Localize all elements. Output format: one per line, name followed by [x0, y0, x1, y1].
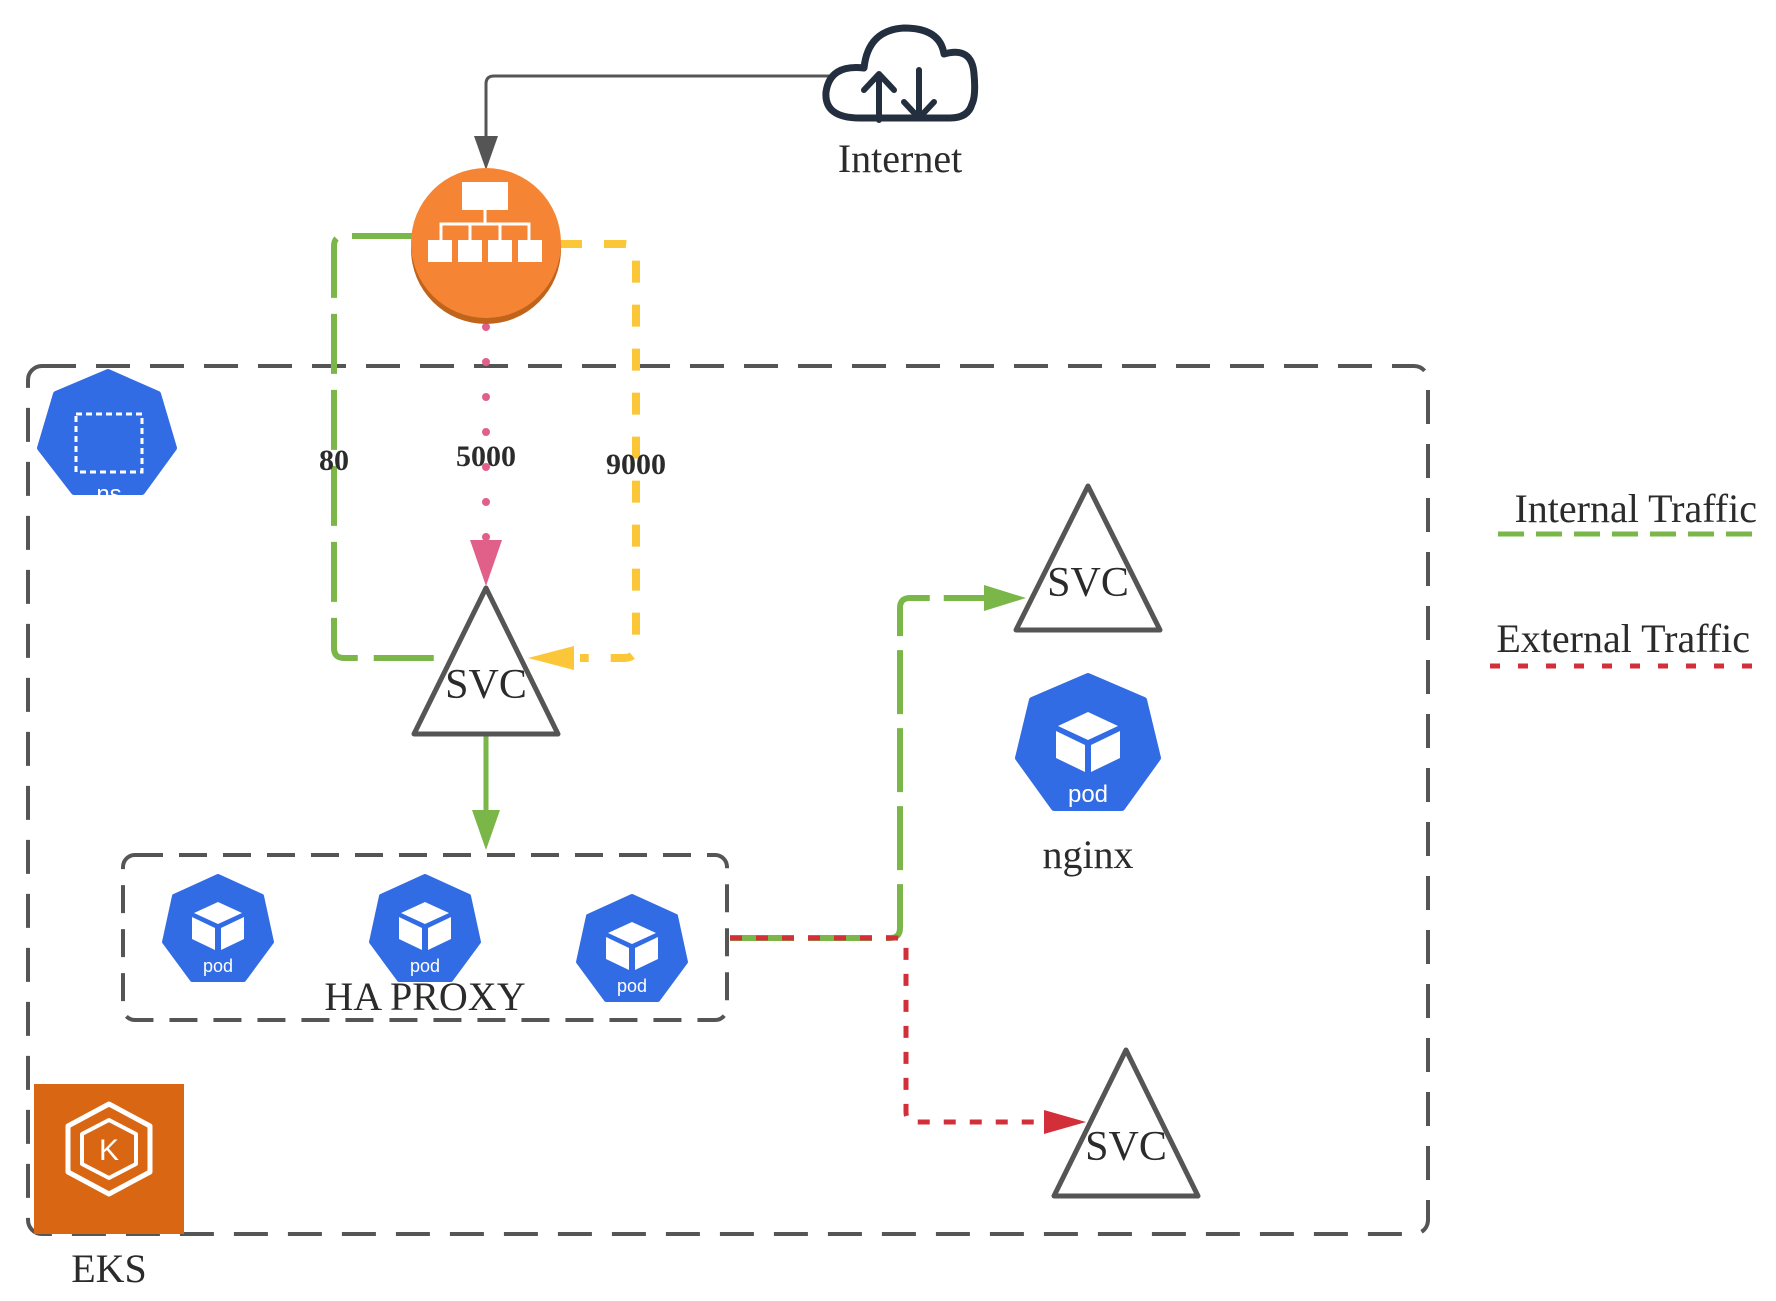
internet-to-lb-connector: [484, 74, 830, 138]
load-balancer-icon: [411, 168, 561, 324]
kubernetes-pod-icon: pod: [1015, 673, 1161, 811]
cloud-upload-download-icon: [822, 24, 979, 123]
nginx-label: nginx: [1042, 832, 1133, 877]
haproxy-pod-label: pod: [617, 976, 647, 996]
haproxy-to-external-svc-arrowhead: [1044, 1110, 1086, 1134]
ns-label: ns: [96, 481, 121, 508]
haproxy-group-boundary: [121, 853, 729, 1022]
svc-nginx: SVC: [1013, 483, 1163, 633]
svc-external: SVC: [1051, 1047, 1201, 1199]
legend-external-label: External Traffic: [1496, 616, 1750, 661]
kubernetes-pod-icon: [608, 922, 656, 944]
svc-to-haproxy-arrowhead: [472, 810, 500, 850]
port-9000-label: 9000: [606, 448, 666, 481]
port-5000-arrowhead: [470, 540, 502, 586]
haproxy-to-nginx-svc-connector: [730, 595, 986, 941]
haproxy-label: HA PROXY: [324, 974, 525, 1019]
haproxy-pod-2: pod: [369, 874, 481, 982]
svc-external-label: SVC: [1085, 1124, 1167, 1170]
eks-cluster-boundary: [26, 364, 1430, 1236]
internet-label: Internet: [838, 136, 962, 181]
kubernetes-pod-icon: [401, 902, 449, 924]
eks-logo-letter: K: [99, 1134, 119, 1167]
port-5000-label: 5000: [456, 440, 516, 473]
haproxy-pod-3: pod: [576, 894, 688, 1002]
port-80-connector: [331, 233, 448, 661]
nginx-pod-label: pod: [1068, 781, 1108, 808]
svc-nginx-label: SVC: [1047, 560, 1129, 606]
eks-label: EKS: [71, 1246, 147, 1291]
port-80-label: 80: [319, 444, 349, 477]
haproxy-to-nginx-svc-arrowhead: [984, 585, 1026, 611]
svc-main: SVC: [411, 585, 561, 737]
haproxy-pod-1: pod: [162, 874, 274, 982]
haproxy-pod-label: pod: [203, 956, 233, 976]
haproxy-pod-label: pod: [410, 956, 440, 976]
svc-main-label: SVC: [445, 662, 527, 708]
legend: Internal Traffic External Traffic: [1490, 486, 1757, 669]
port-9000-arrowhead: [528, 646, 574, 670]
port-9000-connector: [560, 240, 640, 662]
kubernetes-pod-icon: [194, 902, 242, 924]
internet-to-lb-arrowhead: [474, 136, 498, 170]
eks-logo: K: [34, 1084, 184, 1234]
haproxy-to-external-svc-connector: [730, 935, 1046, 1125]
kubernetes-namespace-icon: ns: [37, 369, 177, 508]
legend-internal-label: Internal Traffic: [1514, 486, 1757, 531]
